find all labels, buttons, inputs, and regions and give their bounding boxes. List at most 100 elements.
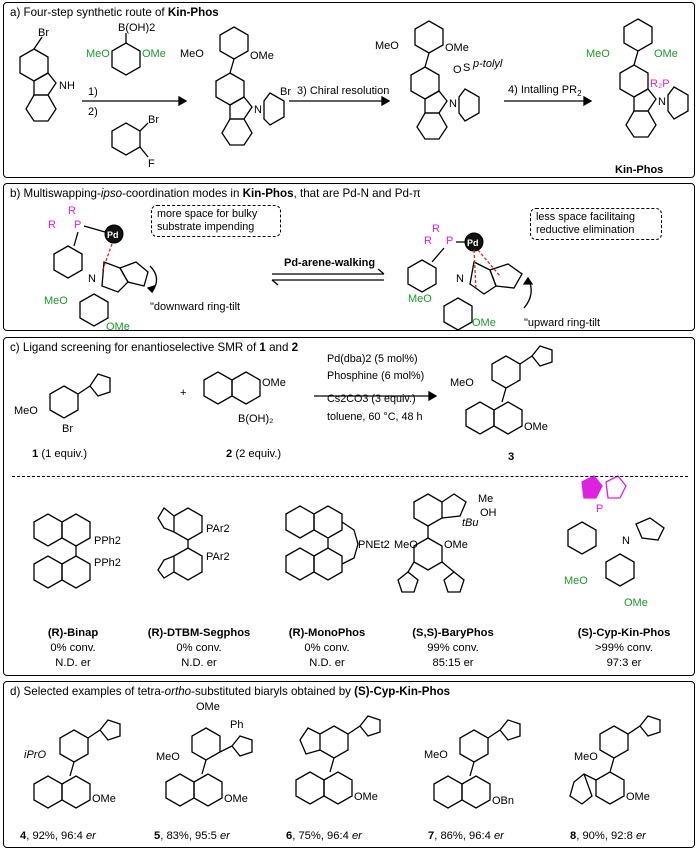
ligand-cyp-kin-phos: P N MeO OMe [564, 475, 665, 609]
ligand-baryphos: Me OH tBu MeO OMe [394, 493, 497, 593]
product-4: iPrO OMe [24, 719, 121, 809]
ome-label: OMe [654, 48, 678, 60]
pph2-label: PPh2 [94, 557, 121, 569]
n-label: N [456, 273, 464, 285]
tolyl-label: p-tolyl [472, 58, 503, 70]
product-6: OMe [295, 715, 381, 805]
ligand-binap: PPh2 PPh2 [33, 513, 121, 589]
p-label: P [446, 235, 453, 247]
substrate-1-label: 1 (1 equiv.) [32, 448, 88, 460]
substrate-1: MeO Br [14, 373, 111, 435]
ome-label: OMe [196, 701, 220, 713]
meo-label: MeO [394, 539, 418, 551]
product-8-label: 8, 90%, 92:8 er [570, 830, 646, 842]
intermediate-1: MeO OMe N Br [180, 26, 291, 146]
p-label: P [74, 219, 81, 231]
s-label: S [463, 62, 470, 74]
left-caption: "downward ring-tilt [150, 301, 240, 313]
meo-label: MeO [450, 377, 474, 389]
left-complex: R R P Pd N MeO OMe [44, 205, 158, 333]
pnet2-label: PNEt2 [358, 539, 390, 551]
panel-b-title: b) Multiswapping-ipso-coordination modes… [10, 187, 421, 200]
r-label: R [68, 205, 76, 217]
right-note-box: less space facilitaing reductive elimina… [530, 208, 662, 240]
r-label: R [424, 235, 432, 247]
product-3: MeO OMe [450, 345, 553, 435]
right-caption: "upward ring-tilt [524, 317, 600, 329]
boronic-acid: B(OH)2 MeO OMe [86, 22, 166, 76]
ligand-cyp-kin-phos-result: (S)-Cyp-Kin-Phos>99% conv.97:3 er [577, 627, 671, 669]
substrate-2-label: 2 (2 equiv.) [226, 448, 282, 460]
oh-label: OH [480, 507, 497, 519]
ligand-segphos: PAr2 PAr2 [157, 507, 230, 581]
boronic-label: B(OH)₂ [238, 413, 273, 425]
left-note-box: more space for bulky substrate impending [151, 205, 281, 237]
product-4-label: 4, 92%, 96:4 er [20, 830, 96, 842]
n-label: N [88, 273, 96, 285]
product-5: OMe Ph MeO OMe [156, 701, 253, 807]
ome-label: OMe [472, 317, 496, 329]
meo-label: MeO [424, 749, 448, 761]
product-3-label: 3 [508, 451, 515, 463]
ome-label: OMe [106, 321, 130, 333]
pph2-label: PPh2 [94, 535, 121, 547]
br-label: Br [62, 423, 73, 435]
n-label: N [449, 98, 457, 110]
panel-a-title: a) Four-step synthetic route of Kin-Phos [10, 6, 219, 19]
me-label: Me [478, 493, 493, 505]
panel-c-scheme: MeO Br + OMe B(OH)₂ MeO OMe [14, 345, 665, 609]
panel-a-scheme: Br NH B(OH)2 MeO OMe 1) 2) Br F MeO OMe [19, 18, 689, 176]
ome-label: OMe [626, 791, 650, 803]
step-1: 1) [88, 86, 98, 98]
ome-label: OMe [524, 421, 548, 433]
separator [12, 476, 688, 477]
panel-c-title: c) Ligand screening for enantioselective… [10, 341, 299, 354]
ome-label: OMe [250, 50, 274, 62]
condition-solvent: toluene, 60 °C, 48 h [327, 411, 423, 423]
panel-a: a) Four-step synthetic route of Kin-Phos… [3, 2, 695, 178]
pd-label: Pd [467, 238, 479, 248]
product-6-label: 6, 75%, 96:4 er [286, 830, 362, 842]
bromofluorobenzene: Br F [111, 114, 159, 170]
meo-label: MeO [44, 295, 68, 307]
meo-label: MeO [586, 48, 610, 60]
br-label: Br [38, 27, 49, 39]
product-name: Kin-Phos [615, 164, 663, 176]
nh-label: NH [59, 80, 75, 92]
step-3: 3) Chiral resolution [297, 85, 389, 97]
meo-label: MeO [14, 405, 38, 417]
r2p-label: R₂P [650, 78, 670, 90]
panel-c: c) Ligand screening for enantioselective… [3, 337, 695, 676]
meo-label: MeO [574, 751, 598, 763]
n-label: N [254, 104, 262, 116]
kin-phos-product: MeO OMe N R₂P [586, 18, 689, 138]
n-label: N [622, 535, 630, 547]
ome-label: OMe [444, 539, 468, 551]
ligand-monophos: PNEt2 [285, 505, 390, 581]
tbu-label: tBu [462, 517, 479, 529]
product-8: MeO OMe [569, 715, 661, 805]
br-label-2: Br [148, 114, 159, 126]
p-label: P [596, 503, 603, 515]
br-label: Br [280, 86, 291, 98]
ipro-label: iPrO [24, 749, 46, 761]
n-label: N [658, 96, 666, 108]
ome-label: OMe [445, 42, 469, 54]
right-complex: R R P Pd N MeO OMe [407, 223, 534, 331]
panel-d: d) Selected examples of tetra-ortho-subs… [3, 681, 695, 848]
panel-b: b) Multiswapping-ipso-coordination modes… [3, 183, 695, 333]
condition-catalyst: Pd(dba)2 (5 mol%) [327, 353, 418, 365]
ome-label: OMe [624, 597, 648, 609]
condition-base: Cs2CO3 (3 equiv.) [327, 393, 416, 405]
product-7: MeO OBn [424, 719, 521, 809]
ome-label: OMe [142, 48, 166, 60]
bromocarbazole: Br NH [19, 27, 75, 122]
panel-b-scheme: R R P Pd N MeO OMe "downward ring-tilt P… [44, 205, 600, 333]
substrate-2: OMe B(OH)₂ [203, 371, 286, 425]
condition-ligand: Phosphine (6 mol%) [327, 370, 425, 382]
o-label: O [453, 64, 462, 76]
meo-label: MeO [86, 48, 110, 60]
